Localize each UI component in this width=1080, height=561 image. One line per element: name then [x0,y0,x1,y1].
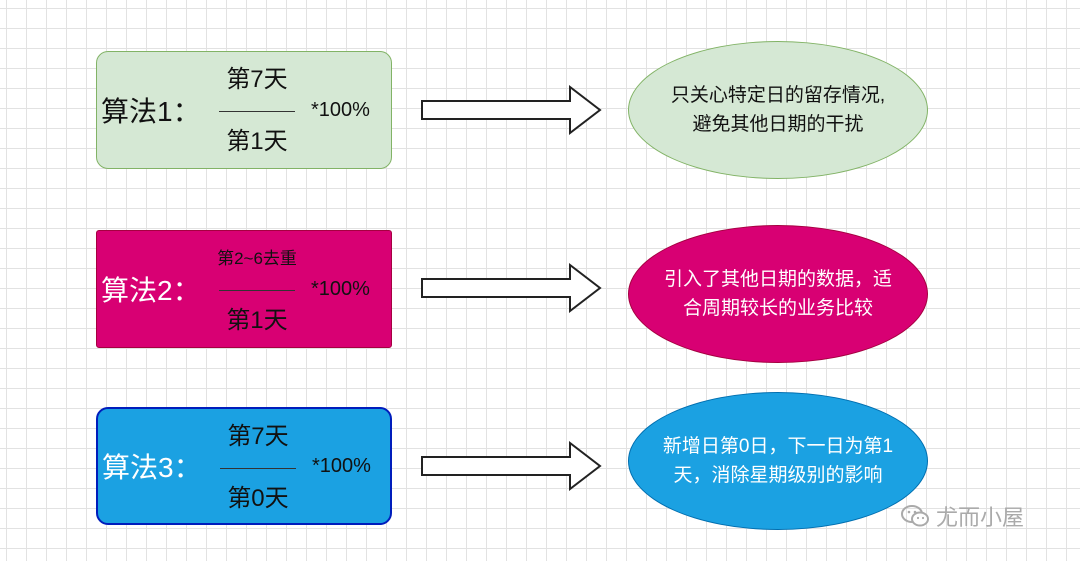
algorithm-1-denominator: 第1天 [226,128,288,155]
algorithm-2-name: 算法2： [101,275,201,306]
algorithm-3-box: 算法3： 第7天 第0天 *100% [96,407,392,525]
algorithm-1-fraction: 第7天 第1天 [215,60,299,162]
arrow-right-icon [421,441,602,491]
algorithm-1-box: 算法1： 第7天 第1天 *100% [96,51,392,169]
description-2-line1: 引入了其他日期的数据，适 [663,269,892,290]
algorithm-2-multiplier: *100% [311,277,370,300]
algorithm-1-multiplier: *100% [311,98,370,121]
arrow-right-icon [421,85,602,135]
algorithm-3-fraction: 第7天 第0天 [216,417,300,519]
algorithm-1-name: 算法1： [101,96,201,127]
wechat-icon [901,505,929,527]
description-1-line1: 只关心特定日的留存情况, [670,85,886,106]
description-3-line2: 天，消除星期级别的影响 [673,465,883,486]
description-2-line2: 合周期较长的业务比较 [682,298,873,319]
fraction-bar [219,289,295,291]
description-2-ellipse: 引入了其他日期的数据，适 合周期较长的业务比较 [628,225,928,363]
algorithm-3-denominator: 第0天 [227,485,289,512]
algorithm-2-fraction: 第2~6去重 第1天 [215,239,299,341]
watermark-text: 尤而小屋 [936,505,1025,530]
fraction-bar [220,467,296,469]
algorithm-2-denominator: 第1天 [226,307,288,334]
algorithm-1-numerator: 第7天 [226,66,288,93]
algorithm-3-name: 算法3： [102,452,202,483]
watermark: 尤而小屋 [900,500,1024,532]
algorithm-3-multiplier: *100% [312,454,371,477]
description-1-line2: 避免其他日期的干扰 [692,114,864,135]
fraction-bar [219,110,295,112]
algorithm-2-box: 算法2： 第2~6去重 第1天 *100% [96,230,392,348]
description-3-line1: 新增日第0日，下一日为第1 [662,436,894,457]
algorithm-3-numerator: 第7天 [227,423,289,450]
description-1-ellipse: 只关心特定日的留存情况, 避免其他日期的干扰 [628,41,928,179]
arrow-right-icon [421,263,602,313]
description-3-ellipse: 新增日第0日，下一日为第1 天，消除星期级别的影响 [628,392,928,530]
algorithm-2-numerator: 第2~6去重 [217,249,297,268]
